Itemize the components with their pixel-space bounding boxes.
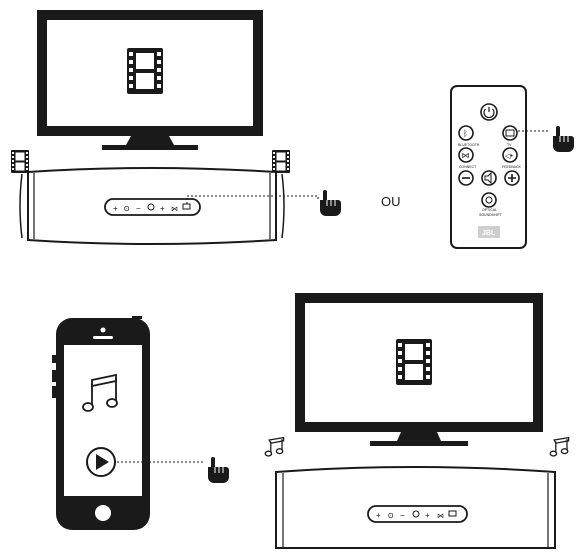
remote-volume-up-button[interactable] [504, 170, 520, 186]
label-optical: OPTICAL [482, 208, 497, 212]
film-icon-left [11, 150, 29, 173]
remote-power-button[interactable] [480, 103, 498, 121]
svg-text:+: + [113, 204, 118, 213]
pointing-hand-icon-phone [207, 456, 230, 484]
remote-feedback-button[interactable] [502, 147, 518, 163]
svg-text:−: − [400, 511, 405, 520]
pointing-hand-icon-remote [552, 125, 575, 153]
separator-text: OU [381, 194, 401, 209]
remote-mute-button[interactable] [481, 170, 497, 186]
phone-speaker [93, 336, 113, 339]
phone-camera [100, 327, 106, 333]
smartphone [52, 316, 150, 530]
film-icon-right [272, 150, 290, 173]
play-icon[interactable] [86, 447, 116, 477]
label-bluetooth: BLUETOOTH [458, 143, 480, 147]
svg-text:ʘ: ʘ [388, 513, 394, 520]
brand-text: JBL [482, 230, 496, 237]
svg-text:⋈: ⋈ [437, 513, 444, 520]
bluetooth-icon: ᛒ [463, 129, 468, 138]
power-icon [483, 107, 495, 119]
tv-icon [505, 129, 515, 137]
film-icon-bottom [396, 339, 432, 385]
label-connect: CONNECT [459, 165, 477, 169]
plus-icon [508, 174, 516, 182]
svg-text:+: + [425, 511, 430, 520]
soundbar-top: + ʘ − + ⋈ [19, 167, 285, 245]
remote-bluetooth-button[interactable] [458, 125, 474, 141]
svg-text:ʘ: ʘ [124, 206, 130, 213]
connect-icon: ⋈ [462, 151, 470, 160]
remote-soundshift-button[interactable] [481, 192, 497, 208]
label-soundshift: SOUNDSHIFT [479, 213, 503, 217]
soundshift-icon [485, 196, 493, 204]
label-feedback: FEEDBACK [502, 165, 522, 169]
remote-control: ᛒ BLUETOOTH TV ⋈ CONNECT ◁• FEEDBACK OPT… [450, 85, 527, 249]
film-icon [127, 48, 163, 94]
music-note-icon-right [549, 436, 570, 457]
speaker-icon [484, 171, 492, 185]
remote-connect-button[interactable] [458, 147, 474, 163]
remote-tv-button[interactable] [502, 125, 518, 141]
svg-text:+: + [160, 204, 165, 213]
music-note-icon-left [264, 436, 285, 457]
svg-text:−: − [136, 204, 141, 213]
feedback-icon: ◁• [505, 153, 513, 160]
dashed-pointer-line [186, 195, 319, 204]
svg-text:⋈: ⋈ [171, 206, 178, 213]
music-note-icon [82, 373, 118, 412]
label-tv: TV [507, 143, 512, 147]
soundbar-bottom: + ʘ − + ⋈ [275, 466, 556, 549]
phone-home-button[interactable] [95, 505, 111, 521]
jbl-logo [478, 226, 500, 238]
remote-volume-down-button[interactable] [458, 170, 474, 186]
pointing-hand-icon [319, 189, 342, 217]
svg-text:+: + [376, 511, 381, 520]
